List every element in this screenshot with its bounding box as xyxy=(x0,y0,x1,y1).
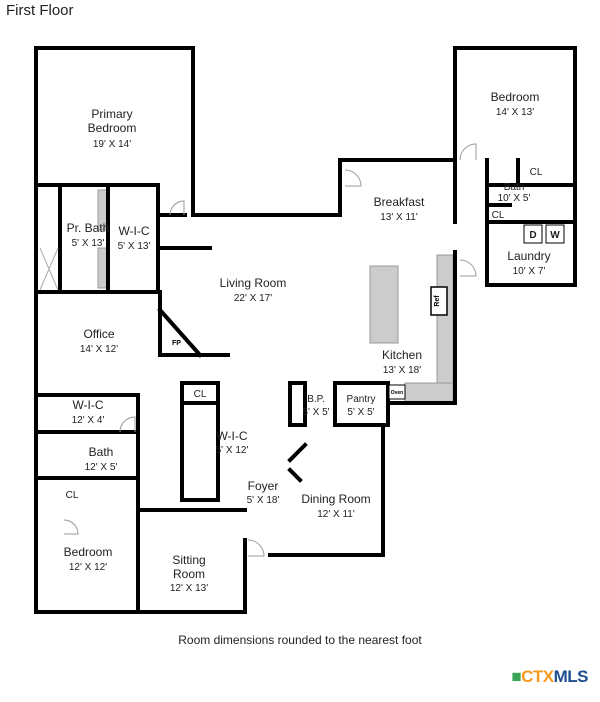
closet-label: CL xyxy=(194,389,207,400)
room-dims: 14' X 12' xyxy=(80,344,118,355)
closet-label: CL xyxy=(492,210,505,221)
room-name: Bedroom xyxy=(64,545,113,559)
room-name: Laundry xyxy=(507,249,550,263)
room-dims: 5' X 18' xyxy=(247,495,280,506)
oven-label: Oven xyxy=(391,390,404,396)
room-name: Foyer xyxy=(248,479,279,493)
fireplace-label: FP xyxy=(172,340,181,347)
room-dims: 13' X 18' xyxy=(383,365,421,376)
doors xyxy=(63,143,477,557)
ref-label: Ref xyxy=(434,295,441,307)
fixtures: Ref Oven D W CL CL CL CL FP xyxy=(39,167,565,501)
room-labels: 19' X 14' Bedroom 14' X 13' Breakfast 13… xyxy=(64,90,551,594)
closet-label: CL xyxy=(530,167,543,178)
room-dims: 10' X 5' xyxy=(498,193,531,204)
room-name: Pantry xyxy=(347,394,376,405)
floor-title: First Floor xyxy=(6,2,74,19)
room-name: Bath xyxy=(504,182,525,193)
room-name: Bedroom xyxy=(491,90,540,104)
logo-part2: MLS xyxy=(553,667,589,686)
dimensions-note: Room dimensions rounded to the nearest f… xyxy=(178,633,422,647)
washer-icon xyxy=(545,224,565,244)
room-dims: 5' X 13' xyxy=(72,238,105,249)
dryer-label: D xyxy=(529,230,536,241)
room-dims: 12' X 5' xyxy=(85,462,118,473)
room-name: W-I-C xyxy=(72,398,103,412)
room-name: Breakfast xyxy=(374,195,425,209)
kitchen-counters xyxy=(97,189,454,404)
room-name: Bath xyxy=(89,445,114,459)
ctxmls-logo: ■CTXMLS xyxy=(511,667,588,687)
logo-part1: CTX xyxy=(521,667,554,686)
room-dims: 12' X 12' xyxy=(69,562,107,573)
room-name: W-I-C xyxy=(216,429,247,443)
windows xyxy=(34,70,577,614)
room-name-primary-bedroom: Primary Bedroom xyxy=(87,107,137,135)
refrigerator-icon xyxy=(430,286,448,316)
room-dims: 5' X 5' xyxy=(347,407,374,418)
room-dims: 12' X 11' xyxy=(317,509,355,520)
room-name: Living Room xyxy=(220,276,287,290)
oven-icon xyxy=(388,384,406,400)
closet-label: CL xyxy=(66,490,79,501)
room-dims: 10' X 7' xyxy=(513,266,546,277)
texas-icon: ■ xyxy=(511,667,522,686)
room-name: W-I-C xyxy=(118,224,149,238)
shower-icon xyxy=(39,247,59,291)
room-name-sitting-room: Sitting Room xyxy=(172,553,206,581)
washer-label: W xyxy=(550,230,560,241)
room-dims: 5' X 5' xyxy=(302,407,329,418)
room-dims: 19' X 14' xyxy=(93,139,131,150)
room-name: Kitchen xyxy=(382,348,422,362)
room-dims: 12' X 13' xyxy=(170,583,208,594)
room-name: Dining Room xyxy=(301,492,370,506)
room-name: Pr. Bath xyxy=(67,221,110,235)
room-dims: 14' X 13' xyxy=(496,107,534,118)
room-dims: 22' X 17' xyxy=(234,293,272,304)
room-dims: 5' X 13' xyxy=(118,241,151,252)
room-name: Office xyxy=(83,327,114,341)
walls xyxy=(34,46,577,614)
room-dims: 13' X 11' xyxy=(380,212,418,223)
dryer-icon xyxy=(523,224,543,244)
room-dims: 12' X 4' xyxy=(72,415,105,426)
room-name: B.P. xyxy=(307,394,325,405)
room-dims: 5' X 12' xyxy=(216,445,249,456)
